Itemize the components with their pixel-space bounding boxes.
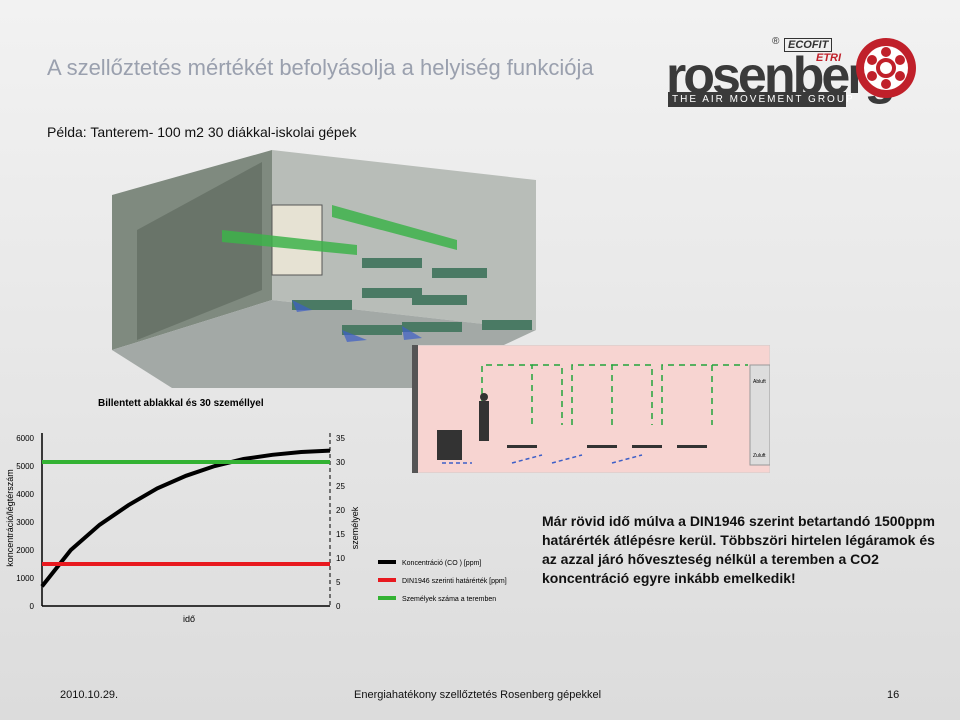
etri-badge: ETRI [816,52,842,64]
slide-subtitle: Példa: Tanterem- 100 m2 30 diákkal-iskol… [47,124,357,140]
y-right-tick-label: 20 [336,506,345,515]
fan-emblem-icon [856,38,916,98]
zuluft-label: Zuluft [753,453,766,459]
footer-date: 2010.10.29. [60,689,119,701]
y-right-tick-label: 5 [336,578,341,587]
chart-ylabel-right: személyek [350,506,360,549]
y-right-tick-label: 35 [336,434,345,443]
series-line-0 [40,448,331,588]
y-right-tick-label: 15 [336,530,345,539]
footer-title: Energiahatékony szellőztetés Rosenberg g… [354,689,602,701]
legend-label: DIN1946 szerinti határérték [ppm] [402,578,507,585]
slide-title: A szellőztetés mértékét befolyásolja a h… [47,55,594,80]
classroom-section-diagram: Abluft Zuluft [412,345,770,473]
legend-label: Személyek száma a teremben [402,596,496,603]
chart-title: Billentett ablakkal és 30 személlyel [98,398,264,409]
y-left-tick-label: 0 [30,602,35,611]
logo-tagline: THE AIR MOVEMENT GROUP [668,92,853,107]
rosenberg-logo: ® ECOFIT ETRI rosenberg THE AIR MOVEMENT… [664,36,924,136]
y-left-tick-label: 1000 [16,574,34,583]
y-right-tick-label: 10 [336,554,345,563]
airflow-arrow [222,230,357,255]
chart-ylabel-left: koncentráció/légtérszám [5,469,15,567]
airflow-arrow [332,205,457,250]
y-left-tick-label: 5000 [16,462,34,471]
y-right-tick-label: 25 [336,482,345,491]
y-left-tick-label: 4000 [16,490,34,499]
ecofit-badge: ECOFIT [784,38,833,52]
y-right-tick-label: 30 [336,458,345,467]
explanation-text: Már rövid idő múlva a DIN1946 szerint be… [542,513,935,586]
classroom-illustration [112,150,536,388]
legend-label: Koncentráció (CO ) [ppm] [402,560,481,567]
co2-chart: Billentett ablakkal és 30 személlyel kon… [5,398,507,624]
y-left-tick-label: 2000 [16,546,34,555]
chart-xlabel: idő [183,614,195,624]
y-left-tick-label: 6000 [16,434,34,443]
y-right-tick-label: 0 [336,602,341,611]
y-left-tick-label: 3000 [16,518,34,527]
abluft-label: Abluft [753,379,766,385]
registered-mark: ® [772,36,780,47]
footer-page-number: 16 [887,689,900,701]
